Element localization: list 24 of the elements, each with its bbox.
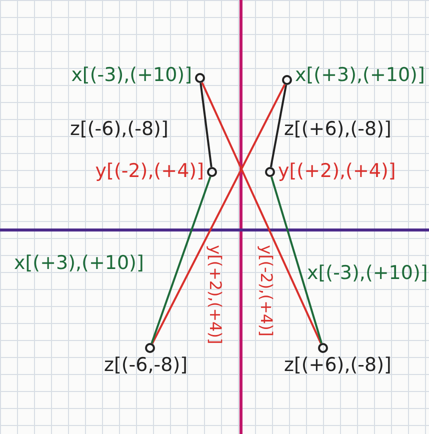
point-label: z[(+6),(-8)]	[284, 354, 392, 376]
connector-line	[200, 82, 212, 168]
point-marker	[195, 73, 205, 83]
point-label: x[(+3),(+10)]	[295, 64, 425, 86]
point-marker	[145, 343, 155, 353]
connector-line	[270, 176, 323, 344]
point-label: x[(-3),(+10)]	[71, 64, 192, 86]
connector-line	[270, 84, 288, 168]
connector-line	[150, 176, 212, 344]
edge-label: z[(+6),(-8)]	[284, 118, 392, 140]
edge-label: z[(-6),(-8)]	[70, 118, 168, 140]
point-marker	[318, 343, 328, 353]
point-marker	[282, 75, 292, 85]
connector-line	[201, 82, 322, 344]
point-marker	[207, 167, 217, 177]
point-marker	[265, 167, 275, 177]
edge-label: x[(-3),(+10)]	[307, 262, 428, 284]
edge-label: y[(+2),(+4)]	[205, 245, 226, 344]
point-label: z[(-6,-8)]	[104, 354, 188, 376]
point-label: y[(-2),(+4)]	[95, 160, 204, 182]
point-label: y[(+2),(+4)]	[278, 160, 396, 182]
edge-label: y[(-2),(+4)]	[256, 245, 277, 337]
connector-line	[151, 84, 286, 344]
edge-label: x[(+3),(+10)]	[14, 252, 144, 274]
